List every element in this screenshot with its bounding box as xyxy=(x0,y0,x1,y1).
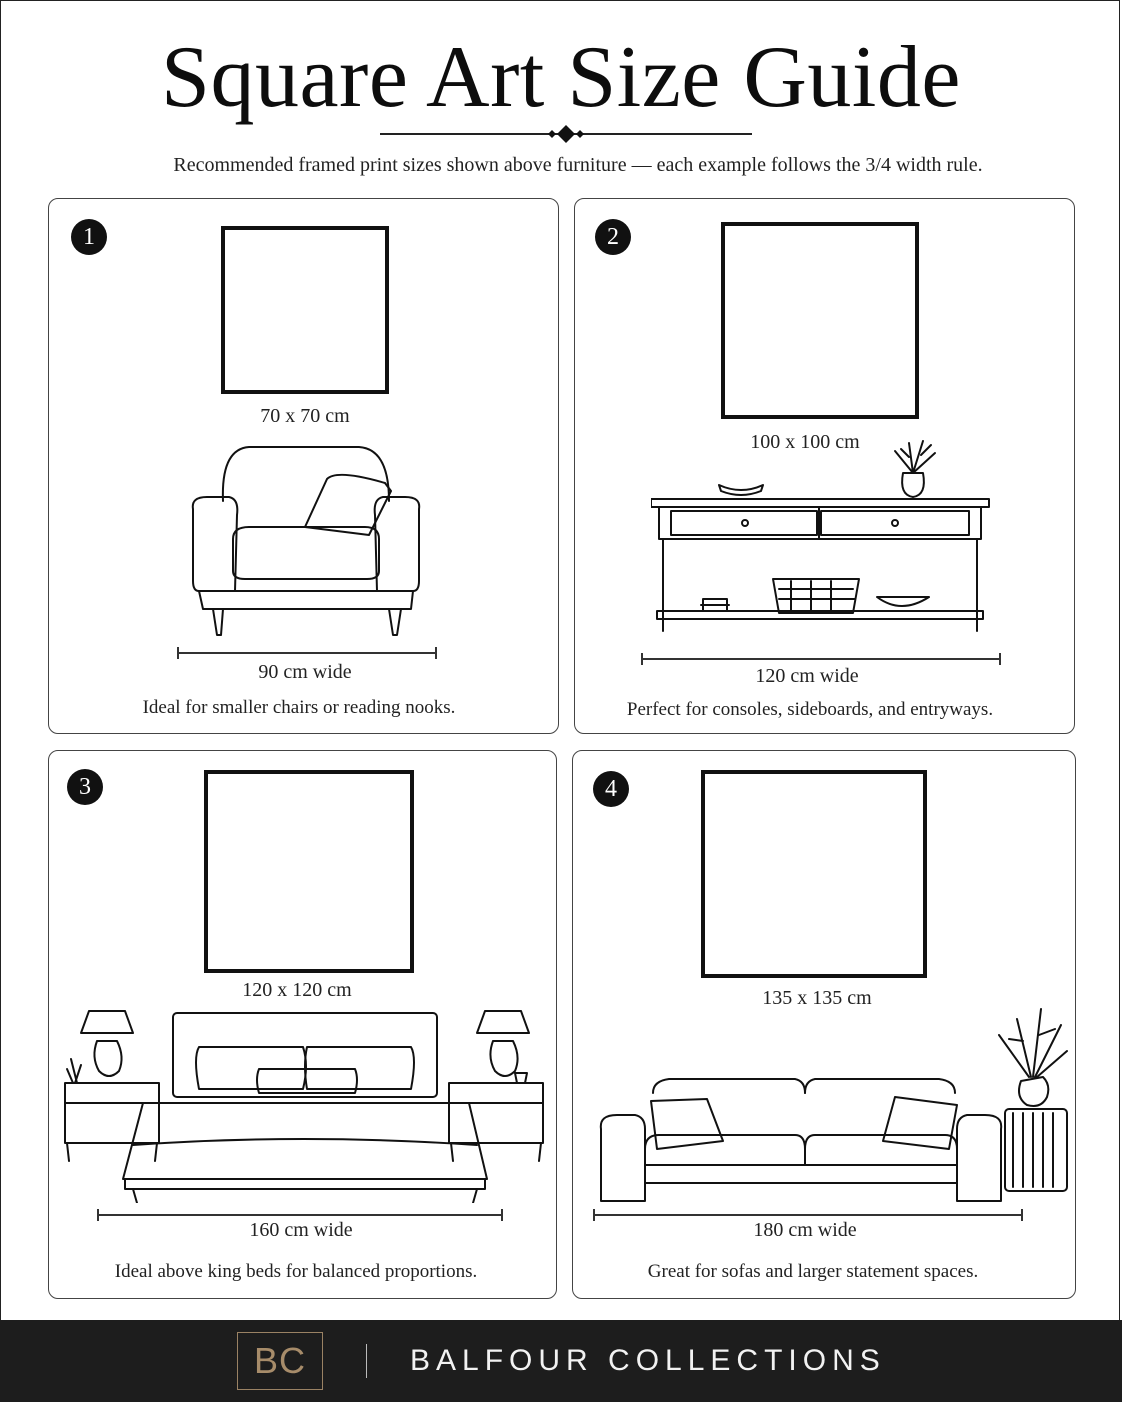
panel-caption: Great for sofas and larger statement spa… xyxy=(647,1261,979,1282)
panel-number-badge: 3 xyxy=(67,769,103,805)
panel-caption: Perfect for consoles, sideboards, and en… xyxy=(626,699,994,720)
panel-armchair: 1 70 x 70 cm 90 cm wide Ideal for smalle… xyxy=(48,198,559,734)
furniture-width-label: 160 cm wide xyxy=(249,1219,353,1241)
panel-console: 2 100 x 100 cm 120 cm wide Perfect for c… xyxy=(574,198,1075,734)
panel-sofa: 4 135 x 135 cm 180 cm wide Great for sof… xyxy=(572,750,1076,1299)
art-size-label: 135 x 135 cm xyxy=(762,987,872,1009)
furniture-width-label: 120 cm wide xyxy=(755,665,859,687)
panel-caption: Ideal above king beds for balanced propo… xyxy=(114,1261,478,1282)
console-table-illustration xyxy=(651,440,990,632)
panel-caption: Ideal for smaller chairs or reading nook… xyxy=(142,697,456,718)
art-frame-100 xyxy=(721,222,919,419)
art-frame-135 xyxy=(701,770,927,978)
width-dimension-line xyxy=(641,653,1001,665)
brand-footer: BC BALFOUR COLLECTIONS xyxy=(0,1320,1122,1402)
page-title: Square Art Size Guide xyxy=(161,29,961,126)
page-subtitle: Recommended framed print sizes shown abo… xyxy=(173,154,983,176)
furniture-width-label: 180 cm wide xyxy=(753,1219,857,1241)
armchair-illustration xyxy=(191,446,421,636)
furniture-width-label: 90 cm wide xyxy=(258,661,352,683)
panel-number-badge: 1 xyxy=(71,219,107,255)
art-frame-120 xyxy=(204,770,414,973)
art-frame-70 xyxy=(221,226,389,394)
brand-logo: BC xyxy=(237,1332,323,1390)
footer-divider xyxy=(366,1344,367,1378)
art-size-label: 100 x 100 cm xyxy=(750,431,860,453)
brand-name: BALFOUR COLLECTIONS xyxy=(410,1344,886,1377)
art-size-label: 70 x 70 cm xyxy=(260,405,350,427)
art-size-label: 120 x 120 cm xyxy=(242,979,352,1001)
panel-number-badge: 2 xyxy=(595,219,631,255)
width-dimension-line xyxy=(97,1209,503,1221)
bed-illustration xyxy=(64,1010,544,1203)
panel-number-badge: 4 xyxy=(593,771,629,807)
width-dimension-line xyxy=(593,1209,1023,1221)
width-dimension-line xyxy=(177,647,437,659)
panel-bed: 3 120 x 120 cm 160 cm wide Ideal above k… xyxy=(48,750,557,1299)
sofa-illustration xyxy=(599,1008,1068,1202)
ornament-divider xyxy=(380,125,752,143)
